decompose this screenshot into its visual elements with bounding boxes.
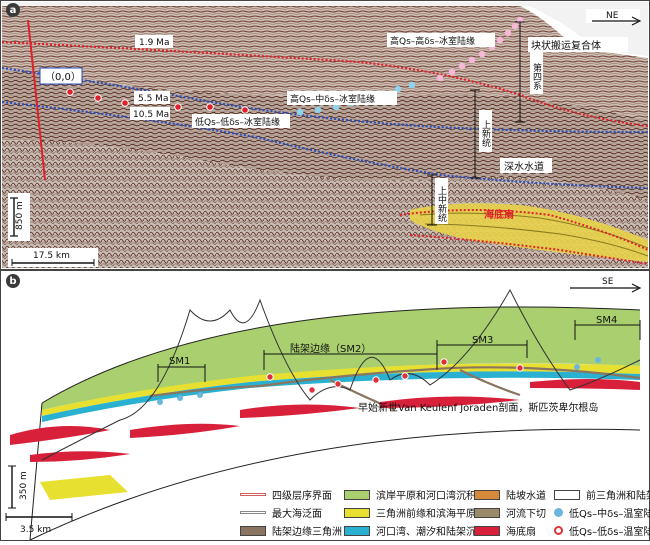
vertical-scale-b: 350 m: [19, 471, 29, 500]
age-label-19: 1.9 Ma: [139, 38, 169, 48]
seismic-panel-a: 1.9 Ma 5.5 Ma 10.5 Ma （0,0） 高Qs–高δs–冰室陆缘…: [0, 0, 650, 270]
upper-miocene-label: 上中新统: [436, 186, 447, 223]
legend-swatch: [240, 525, 266, 536]
legend-swatch: [474, 525, 500, 536]
legend-swatch: [344, 525, 370, 536]
greenhouse-margin-low: [266, 358, 524, 394]
section-caption: 早始新世Van Keulenf Joraden剖面，斯匹茨卑尔根岛: [358, 401, 598, 414]
panel-label-a: a: [6, 3, 20, 17]
quaternary-label: 第四系: [531, 62, 542, 90]
legend-item: 低Qs–中δs–温室陆缘: [554, 505, 650, 520]
margin-label-low: 低Qs–低δs–冰室陆缘: [195, 116, 280, 128]
legend-item: 三角洲前缘和滨海平原: [344, 505, 476, 520]
direction-ne: NE: [606, 11, 619, 21]
legend-swatch: [474, 489, 500, 500]
margin-trajectory-low: [66, 88, 249, 114]
greenhouse-margin-mid: [157, 357, 601, 405]
legend-item: 陆坡水道: [474, 487, 546, 502]
legend-swatch: [240, 511, 266, 514]
pliocene-label: 上新统: [480, 120, 491, 148]
legend-item: 河流下切: [474, 505, 546, 520]
legend-swatch: [474, 507, 500, 518]
horizontal-scale-b: 3.5 km: [20, 525, 51, 535]
legend-swatch: [240, 493, 266, 496]
legend: 四级层序界面 滨岸平原和河口湾沉积 陆坡水道 前三角洲和陆架泥 最大海泛面 三角…: [232, 486, 650, 541]
origin-label: （0,0）: [45, 71, 81, 83]
legend-swatch: [344, 489, 370, 500]
margin-label-mid: 高Qs–中δs–冰室陆缘: [290, 93, 375, 105]
legend-item: 前三角洲和陆架泥: [554, 487, 650, 502]
block-complex-label: 块状搬运复合体: [531, 39, 601, 52]
age-box-19: [135, 35, 173, 48]
channel-label: 深水水道: [504, 160, 544, 173]
legend-dot: [554, 526, 563, 535]
sequence-sm1: SM1: [169, 356, 190, 367]
panel-label-b: b: [6, 274, 20, 288]
legend-item: 滨岸平原和河口湾沉积: [344, 487, 476, 502]
legend-swatch: [554, 489, 580, 500]
age-label-55: 5.5 Ma: [138, 94, 168, 104]
age-label-105: 10.5 Ma: [133, 110, 169, 120]
sequence-sm4: SM4: [596, 315, 617, 326]
sequence-sm3: SM3: [472, 335, 493, 346]
legend-item: 四级层序界面: [240, 487, 332, 502]
legend-item: 河口湾、潮汐和陆架沉积: [344, 523, 486, 538]
legend-item: 海底扇: [474, 523, 536, 538]
seismic-section: 1.9 Ma 5.5 Ma 10.5 Ma （0,0） 高Qs–高δs–冰室陆缘…: [0, 0, 650, 270]
outcrop-section: SM1 陆架边缘（SM2） SM3 SM4 早始新世Van Keulenf Jo…: [0, 270, 650, 541]
margin-label-high: 高Qs–高δs–冰室陆缘: [390, 35, 475, 47]
legend-swatch: [344, 507, 370, 518]
legend-item: 最大海泛面: [240, 505, 322, 520]
outcrop-panel-b: SM1 陆架边缘（SM2） SM3 SM4 早始新世Van Keulenf Jo…: [0, 270, 650, 541]
direction-se: SE: [602, 277, 614, 287]
legend-dot: [554, 508, 563, 517]
vertical-scale-a: 850 m: [15, 201, 25, 230]
sequence-sm2: 陆架边缘（SM2）: [290, 342, 371, 355]
horizontal-scale-a: 17.5 km: [33, 251, 70, 261]
fan-label: 海底扇: [484, 208, 514, 221]
legend-item: 低Qs–低δs–温室陆缘: [554, 523, 650, 538]
legend-item: 陆架边缘三角洲: [240, 523, 342, 538]
